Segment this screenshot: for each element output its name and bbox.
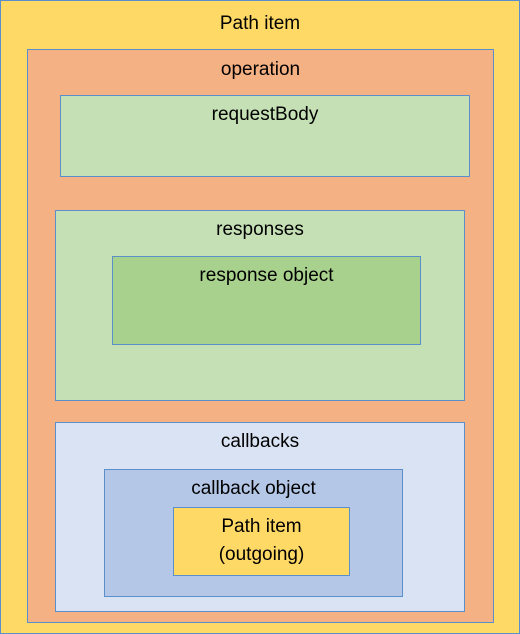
response-object-box: response object [112, 256, 421, 345]
response-object-label: response object [199, 265, 334, 286]
request-body-box: requestBody [60, 95, 470, 177]
callbacks-label: callbacks [220, 431, 300, 452]
request-body-label: requestBody [211, 104, 319, 125]
callback-object-label: callback object [191, 478, 316, 499]
path-item-outgoing-line1: Path item [221, 516, 302, 537]
operation-label: operation [220, 59, 301, 80]
path-item-outgoing-line2: (outgoing) [218, 544, 305, 565]
path-item-label: Path item [219, 13, 301, 34]
path-item-outgoing-box: Path item (outgoing) [173, 507, 350, 576]
responses-label: responses [216, 219, 304, 240]
